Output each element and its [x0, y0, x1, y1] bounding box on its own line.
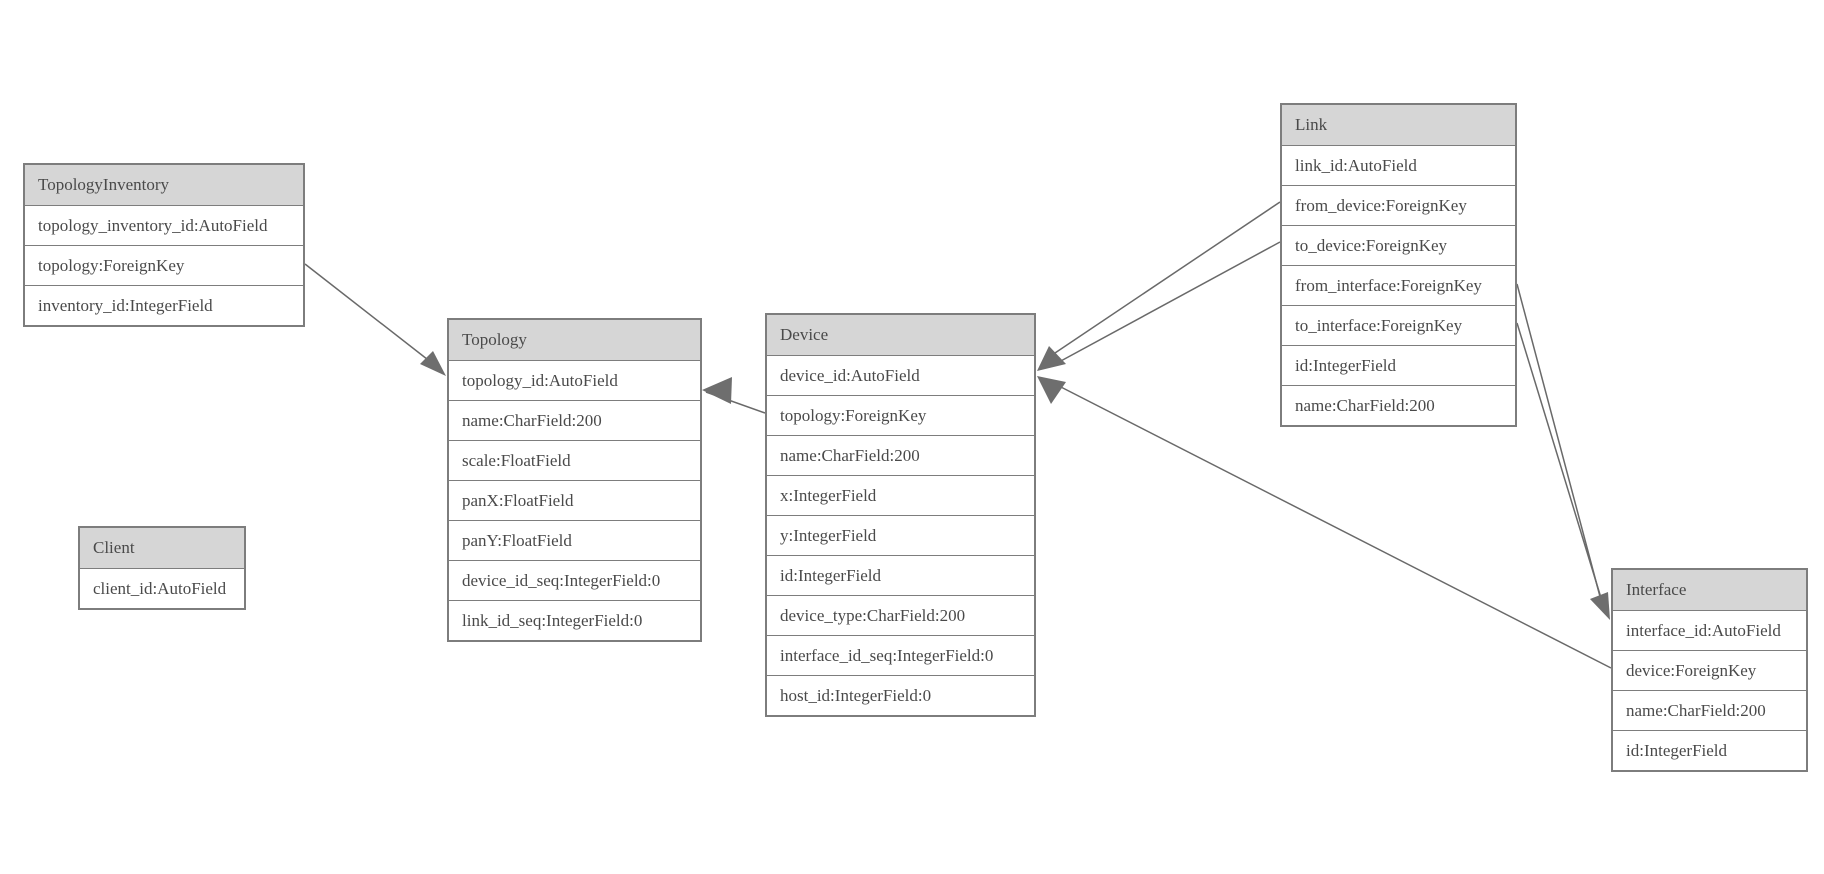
entity-field: name:CharField:200 — [767, 435, 1034, 475]
entity-field: panY:FloatField — [449, 520, 700, 560]
entity-field: id:IntegerField — [767, 555, 1034, 595]
entity-topology: Topology topology_id:AutoField name:Char… — [447, 318, 702, 642]
entity-client-header: Client — [80, 528, 244, 568]
entity-field: id:IntegerField — [1613, 730, 1806, 770]
entity-field: from_interface:ForeignKey — [1282, 265, 1515, 305]
entity-field: name:CharField:200 — [449, 400, 700, 440]
entity-topologyinventory: TopologyInventory topology_inventory_id:… — [23, 163, 305, 327]
entity-field: inventory_id:IntegerField — [25, 285, 303, 325]
entity-link-header: Link — [1282, 105, 1515, 145]
entity-field: topology_inventory_id:AutoField — [25, 205, 303, 245]
entity-field: interface_id:AutoField — [1613, 610, 1806, 650]
edge-link-to-device — [1058, 241, 1281, 363]
entity-field: client_id:AutoField — [80, 568, 244, 608]
entity-field: interface_id_seq:IntegerField:0 — [767, 635, 1034, 675]
edge-link-from-interface — [1516, 283, 1603, 605]
edge-link-from-device — [1054, 201, 1281, 354]
entity-field: device_id_seq:IntegerField:0 — [449, 560, 700, 600]
edge-interface-device — [1056, 384, 1612, 669]
entity-interface-header: Interface — [1613, 570, 1806, 610]
entity-field: link_id_seq:IntegerField:0 — [449, 600, 700, 640]
entity-field: topology:ForeignKey — [767, 395, 1034, 435]
entity-field: name:CharField:200 — [1613, 690, 1806, 730]
edge-topologyinventory-topology — [304, 263, 442, 371]
arrowhead-into-device-lower — [1037, 376, 1066, 404]
entity-device: Device device_id:AutoField topology:Fore… — [765, 313, 1036, 717]
entity-field: y:IntegerField — [767, 515, 1034, 555]
entity-device-header: Device — [767, 315, 1034, 355]
entity-field: scale:FloatField — [449, 440, 700, 480]
edge-link-to-interface — [1516, 322, 1606, 612]
entity-field: panX:FloatField — [449, 480, 700, 520]
entity-field: device_type:CharField:200 — [767, 595, 1034, 635]
entity-field: to_device:ForeignKey — [1282, 225, 1515, 265]
arrowhead-into-interface — [1590, 592, 1610, 620]
arrowhead-into-topology-right — [702, 377, 732, 404]
entity-interface: Interface interface_id:AutoField device:… — [1611, 568, 1808, 772]
arrowhead-into-topology-left — [420, 351, 446, 376]
entity-field: to_interface:ForeignKey — [1282, 305, 1515, 345]
entity-field: topology_id:AutoField — [449, 360, 700, 400]
entity-client: Client client_id:AutoField — [78, 526, 246, 610]
arrowhead-into-device-upper — [1037, 346, 1066, 371]
entity-field: from_device:ForeignKey — [1282, 185, 1515, 225]
entity-topologyinventory-header: TopologyInventory — [25, 165, 303, 205]
entity-field: host_id:IntegerField:0 — [767, 675, 1034, 715]
entity-link: Link link_id:AutoField from_device:Forei… — [1280, 103, 1517, 427]
entity-field: link_id:AutoField — [1282, 145, 1515, 185]
entity-field: device_id:AutoField — [767, 355, 1034, 395]
entity-field: x:IntegerField — [767, 475, 1034, 515]
entity-field: device:ForeignKey — [1613, 650, 1806, 690]
entity-field: topology:ForeignKey — [25, 245, 303, 285]
entity-field: name:CharField:200 — [1282, 385, 1515, 425]
entity-field: id:IntegerField — [1282, 345, 1515, 385]
entity-topology-header: Topology — [449, 320, 700, 360]
